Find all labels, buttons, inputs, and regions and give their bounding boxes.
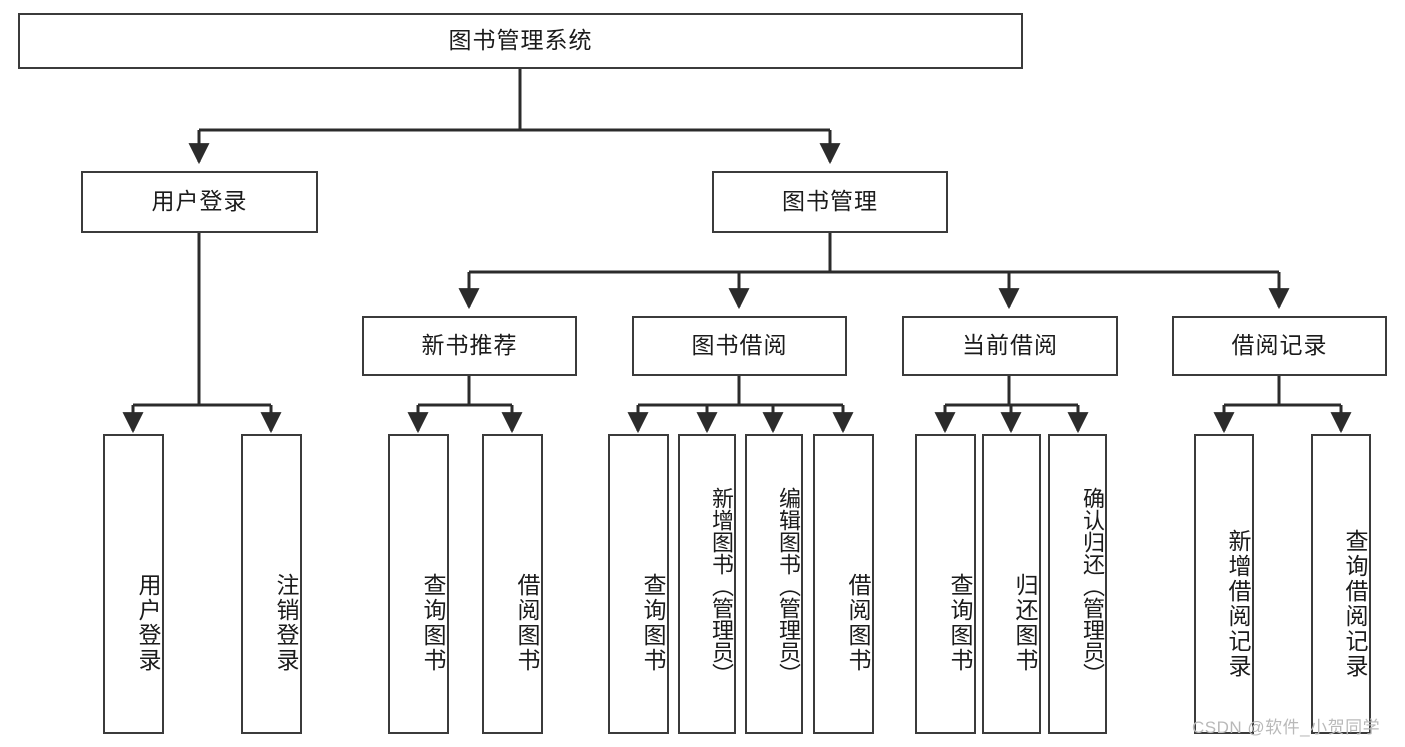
leaf-query-book-new-recommend[interactable]: 查询图书 <box>388 434 449 734</box>
node-user-login[interactable]: 用户登录 <box>81 171 318 233</box>
leaf-return-book[interactable]: 归还图书 <box>982 434 1041 734</box>
leaf-add-borrow-record[interactable]: 新增借阅记录 <box>1194 434 1254 734</box>
node-borrow-record[interactable]: 借阅记录 <box>1172 316 1387 376</box>
leaf-query-borrow-record[interactable]: 查询借阅记录 <box>1311 434 1371 734</box>
node-current-borrow[interactable]: 当前借阅 <box>902 316 1118 376</box>
leaf-edit-book-admin[interactable]: 编辑图书（管理员） <box>745 434 803 734</box>
csdn-watermark: CSDN @软件_小贺同学 <box>1192 718 1381 737</box>
leaf-borrow-book-borrow[interactable]: 借阅图书 <box>813 434 874 734</box>
node-book-borrow[interactable]: 图书借阅 <box>632 316 847 376</box>
leaf-query-book-current[interactable]: 查询图书 <box>915 434 976 734</box>
leaf-user-logout[interactable]: 注销登录 <box>241 434 302 734</box>
leaf-user-login[interactable]: 用户登录 <box>103 434 164 734</box>
node-new-book-recommend[interactable]: 新书推荐 <box>362 316 577 376</box>
leaf-query-book-borrow[interactable]: 查询图书 <box>608 434 669 734</box>
node-book-management[interactable]: 图书管理 <box>712 171 948 233</box>
leaf-borrow-book-new-recommend[interactable]: 借阅图书 <box>482 434 543 734</box>
leaf-add-book-admin[interactable]: 新增图书（管理员） <box>678 434 736 734</box>
leaf-confirm-return-admin[interactable]: 确认归还（管理员） <box>1048 434 1107 734</box>
node-root-system[interactable]: 图书管理系统 <box>18 13 1023 69</box>
